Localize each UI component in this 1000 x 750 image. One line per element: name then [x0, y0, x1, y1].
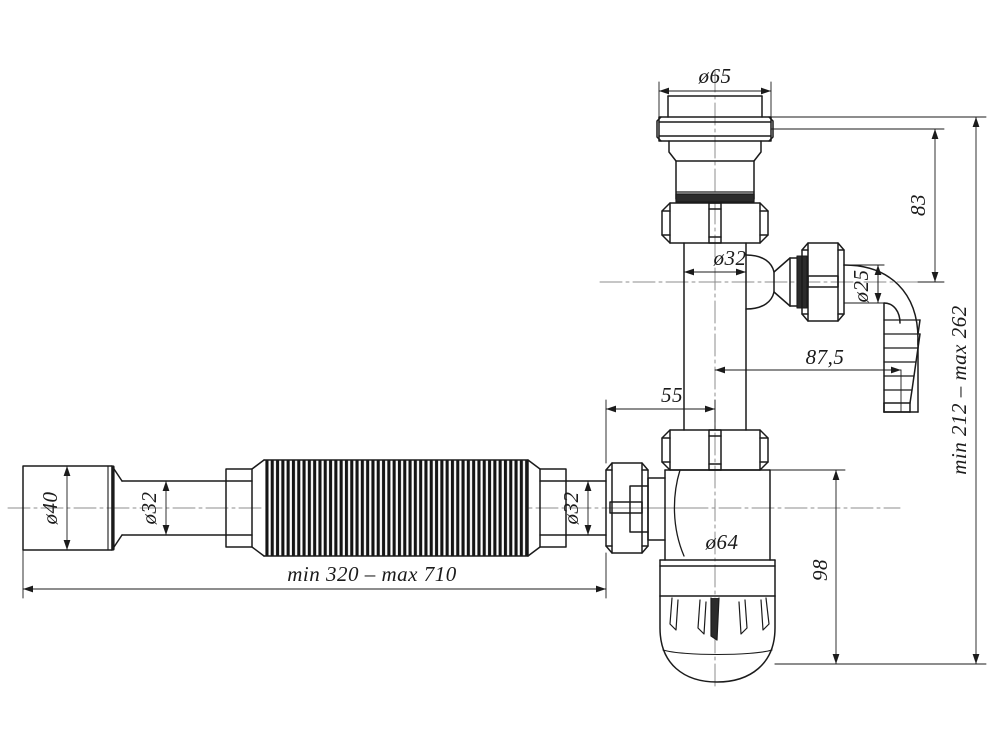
flexible-pipe-assembly [22, 459, 607, 557]
dim-bowl-height [769, 469, 846, 665]
dim-center-offset [605, 399, 716, 464]
dimension-lines [22, 81, 987, 665]
label-center-offset: 55 [661, 383, 683, 407]
label-top-pipe-diameter: ø32 [713, 246, 747, 270]
trap-body [629, 469, 776, 683]
dim-branch-offset [714, 366, 902, 413]
washing-machine-branch-tee [745, 242, 845, 322]
sink-strainer-flange [656, 95, 774, 203]
label-branch-hose-diameter: ø25 [849, 270, 873, 304]
dimension-labels: ø65 ø32 83 ø25 87,5 min 212 – max 262 55… [38, 64, 971, 586]
dim-branch-height [770, 128, 945, 283]
trap-outlet-union-nut [605, 462, 649, 554]
dim-total-length [22, 549, 607, 599]
label-left-pipe-diameter: ø32 [137, 492, 161, 526]
label-bowl-diameter: ø64 [705, 530, 739, 554]
label-bowl-height: 98 [808, 559, 832, 581]
label-total-height: min 212 – max 262 [947, 305, 971, 475]
upper-union-nut [661, 202, 769, 244]
label-right-pipe-diameter: ø32 [559, 492, 583, 526]
centerlines [7, 69, 931, 691]
label-total-length: min 320 – max 710 [287, 562, 457, 586]
drawing-geometry [7, 69, 987, 691]
label-flange-diameter: ø65 [698, 64, 732, 88]
barbed-hose-nipple [843, 264, 921, 413]
label-socket-diameter: ø40 [38, 492, 62, 526]
dim-flange-diameter [658, 81, 772, 118]
label-branch-offset: 87,5 [806, 345, 845, 369]
label-branch-height: 83 [906, 194, 930, 216]
dim-branch-hose-diameter [843, 264, 885, 304]
